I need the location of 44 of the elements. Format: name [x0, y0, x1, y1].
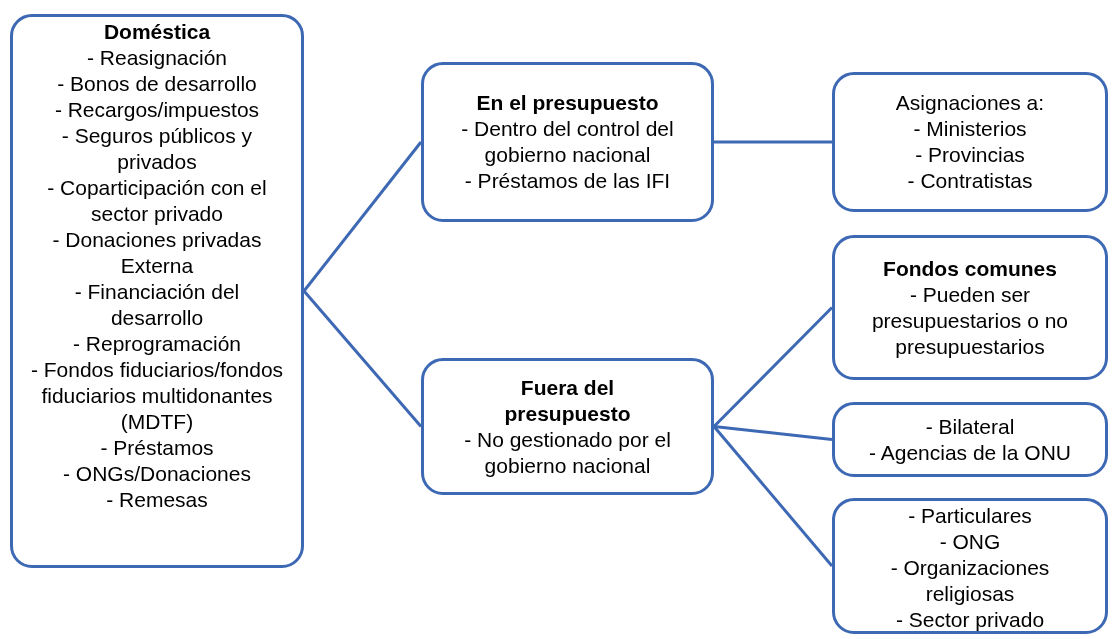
rounded-box [421, 358, 714, 495]
connector-line [713, 425, 833, 441]
box-text: - ONGs/Donaciones [63, 461, 251, 487]
box-heading: En el presupuesto [476, 90, 659, 116]
box-text: - Reprogramación [72, 331, 242, 357]
box-text: - Donaciones privadas [52, 227, 262, 253]
connector-line [712, 425, 834, 567]
connector-line [714, 140, 832, 144]
box-text: - Reasignación [86, 45, 228, 71]
rounded-box [10, 14, 304, 568]
box-text: - Agencias de la ONU [869, 439, 1071, 466]
box-text: - Dentro del control del gobierno nacional [460, 116, 675, 168]
box-text: - ONG [939, 529, 1001, 555]
box-text: - Financiación del desarrollo [73, 279, 241, 331]
connector-line [302, 141, 423, 292]
rounded-box [832, 498, 1108, 634]
box-heading: Fuera del presupuesto [503, 374, 632, 427]
connector-line [302, 290, 423, 428]
box-text: - Remesas [106, 487, 208, 513]
connector-line [712, 306, 834, 428]
box-text: - Fondos fiduciarios/fondos fiduciarios multidonantes (MDTF) [29, 357, 285, 435]
box-text: - Bilateral [925, 413, 1015, 440]
box-text: - Recargos/impuestos [54, 97, 260, 123]
box-text: - Seguros públicos y privados [60, 123, 254, 175]
box-text: - Organizaciones religiosas [889, 555, 1051, 607]
box-text: - No gestionado por el gobierno nacional [463, 426, 672, 479]
box-text: - Pueden ser presupuestarios o no presupuestarios [870, 281, 1070, 360]
box-text: - Ministerios [913, 116, 1027, 142]
box-text: - Coparticipación con el sector privado [46, 175, 268, 227]
rounded-box [832, 402, 1108, 477]
box-text: - Provincias [915, 142, 1025, 168]
rounded-box [421, 62, 714, 222]
box-heading: Fondos comunes [883, 255, 1057, 282]
box-text: - Contratistas [907, 168, 1033, 194]
box-text: - Sector privado [895, 607, 1045, 633]
box-heading: Doméstica [103, 19, 211, 45]
box-text: - Préstamos de las IFI [464, 168, 671, 194]
box-text: - Particulares [908, 503, 1032, 529]
box-text: - Bonos de desarrollo [57, 71, 257, 97]
box-text: - Préstamos [100, 435, 214, 461]
box-text: Externa [120, 253, 194, 279]
box-text: Asignaciones a: [895, 90, 1045, 116]
rounded-box [832, 235, 1108, 380]
rounded-box [832, 72, 1108, 212]
